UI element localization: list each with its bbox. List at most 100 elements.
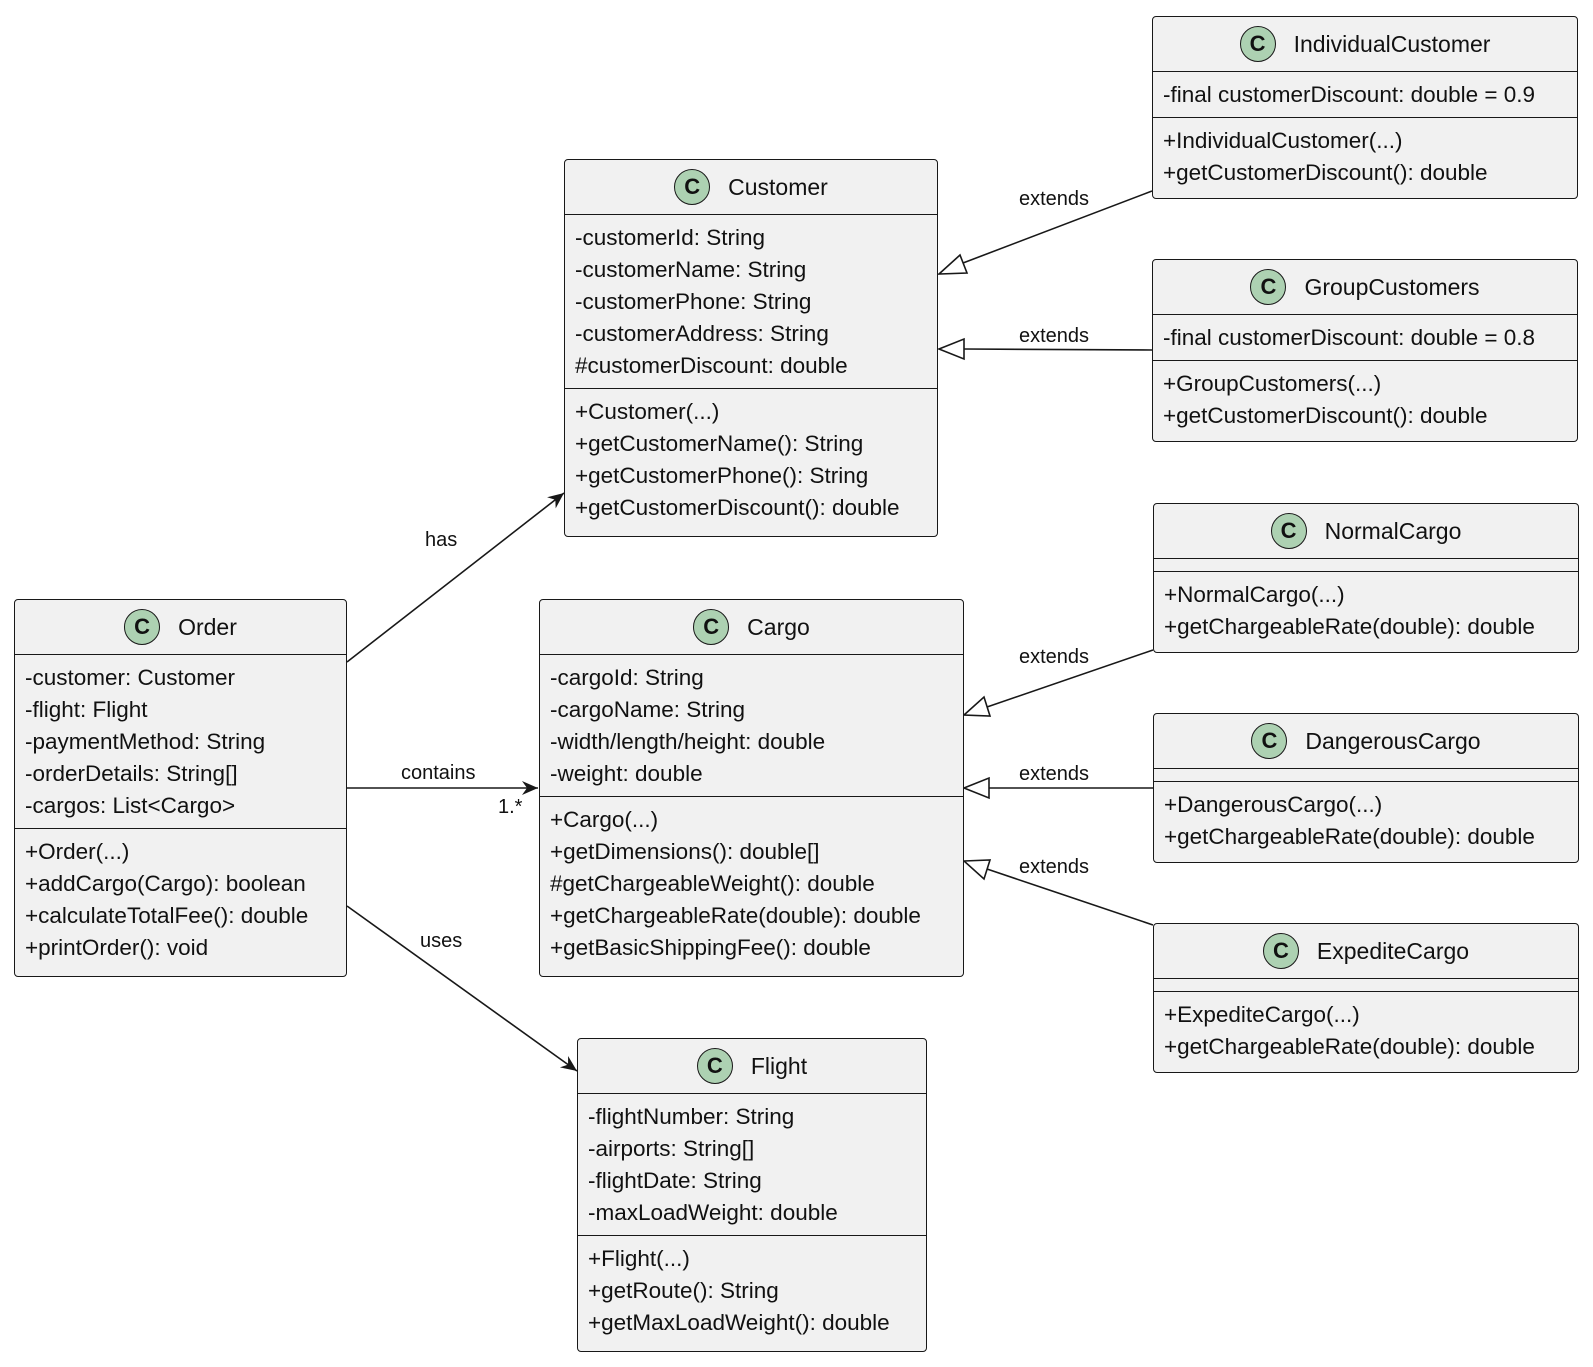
method: +getDimensions(): double[] [550,839,820,864]
has-label: has [425,529,458,551]
method: +getCustomerPhone(): String [575,463,869,488]
class-header: C DangerousCargo [1154,714,1578,769]
contains-multiplicity-label: 1.* [498,796,523,818]
methods-section: +Order(...) +addCargo(Cargo): boolean +c… [15,829,346,970]
method: +Customer(...) [575,399,720,424]
extends-expedite-label: extends [1019,856,1090,878]
class-header: C ExpediteCargo [1154,924,1578,979]
class-name: Flight [750,1052,808,1079]
class-name: ExpediteCargo [1316,937,1470,964]
field: -customerName: String [575,257,807,282]
class-header: C Customer [565,160,937,215]
extends-dangerous-line [961,776,1153,800]
fields-section: -flightNumber: String -airports: String[… [578,1094,926,1236]
method: +ExpediteCargo(...) [1164,1002,1360,1027]
field: -paymentMethod: String [25,729,266,754]
fields-section: -cargoId: String -cargoName: String -wid… [540,655,963,797]
class-flight[interactable]: C Flight -flightNumber: String -airports… [577,1038,927,1352]
class-expedite-cargo[interactable]: C ExpediteCargo +ExpediteCargo(...) +get… [1153,923,1579,1073]
class-header: C Flight [578,1039,926,1094]
method: +calculateTotalFee(): double [25,903,309,928]
methods-section: +Customer(...) +getCustomerName(): Strin… [565,389,937,530]
fields-section [1154,979,1578,992]
class-individual-customer[interactable]: C IndividualCustomer -final customerDisc… [1152,16,1578,199]
fields-section [1154,769,1578,782]
class-header: C NormalCargo [1154,504,1578,559]
uses-label: uses [420,930,463,952]
field: -maxLoadWeight: double [588,1200,838,1225]
field: -final customerDiscount: double = 0.8 [1163,325,1536,350]
field: -customer: Customer [25,665,236,690]
method: +Order(...) [25,839,130,864]
field: -width/length/height: double [550,729,826,754]
class-group-customers[interactable]: C GroupCustomers -final customerDiscount… [1152,259,1578,442]
extends-normal-line [962,649,1154,717]
class-badge-icon: C [1250,269,1287,305]
class-name: Order [178,613,237,640]
class-badge-icon: C [1251,723,1288,759]
fields-section: -final customerDiscount: double = 0.9 [1153,72,1577,118]
class-badge-icon: C [1270,513,1307,549]
class-name: Customer [728,173,828,200]
class-dangerous-cargo[interactable]: C DangerousCargo +DangerousCargo(...) +g… [1153,713,1579,863]
field: -final customerDiscount: double = 0.9 [1163,82,1536,107]
method: +Cargo(...) [550,807,659,832]
fields-section: -customer: Customer -flight: Flight -pay… [15,655,346,829]
class-order[interactable]: C Order -customer: Customer -flight: Fli… [14,599,347,977]
field: -flight: Flight [25,697,148,722]
class-badge-icon: C [1239,26,1276,62]
method: +getChargeableRate(double): double [1164,614,1535,639]
fields-section: -customerId: String -customerName: Strin… [565,215,937,389]
extends-individual-label: extends [1019,188,1090,210]
method: +printOrder(): void [25,935,209,960]
fields-section: -final customerDiscount: double = 0.8 [1153,315,1577,361]
class-name: IndividualCustomer [1293,30,1491,57]
class-name: DangerousCargo [1305,727,1481,754]
method: +addCargo(Cargo): boolean [25,871,306,896]
method: +getMaxLoadWeight(): double [588,1310,890,1335]
method: +IndividualCustomer(...) [1163,128,1403,153]
field: #customerDiscount: double [575,353,848,378]
methods-section: +DangerousCargo(...) +getChargeableRate(… [1154,782,1578,859]
class-name: Cargo [747,613,810,640]
extends-dangerous-label: extends [1019,763,1090,785]
field: -flightDate: String [588,1168,762,1193]
method: #getChargeableWeight(): double [550,871,875,896]
method: +getCustomerDiscount(): double [575,495,900,520]
method: +getCustomerName(): String [575,431,864,456]
method: +GroupCustomers(...) [1163,371,1382,396]
method: +getChargeableRate(double): double [550,903,921,928]
contains-label: contains [401,762,476,784]
method: +NormalCargo(...) [1164,582,1345,607]
methods-section: +Cargo(...) +getDimensions(): double[] #… [540,797,963,970]
method: +getChargeableRate(double): double [1164,1034,1535,1059]
field: -customerId: String [575,225,766,250]
field: -airports: String[] [588,1136,755,1161]
class-header: C GroupCustomers [1153,260,1577,315]
field: -weight: double [550,761,703,786]
field: -cargos: List<Cargo> [25,793,236,818]
field: -cargoName: String [550,697,746,722]
class-badge-icon: C [1262,933,1299,969]
has-association-line [346,492,565,663]
class-badge-icon: C [674,169,711,205]
method: +getCustomerDiscount(): double [1163,160,1488,185]
class-header: C Order [15,600,346,655]
extends-group-line [936,337,1153,361]
class-badge-icon: C [124,609,161,645]
class-cargo[interactable]: C Cargo -cargoId: String -cargoName: Str… [539,599,964,977]
class-header: C Cargo [540,600,963,655]
class-badge-icon: C [693,609,730,645]
class-customer[interactable]: C Customer -customerId: String -customer… [564,159,938,537]
method: +Flight(...) [588,1246,690,1271]
method: +getCustomerDiscount(): double [1163,403,1488,428]
extends-normal-label: extends [1019,646,1090,668]
class-normal-cargo[interactable]: C NormalCargo +NormalCargo(...) +getChar… [1153,503,1579,653]
class-name: NormalCargo [1324,517,1462,544]
methods-section: +IndividualCustomer(...) +getCustomerDis… [1153,118,1577,195]
method: +DangerousCargo(...) [1164,792,1383,817]
field: -cargoId: String [550,665,704,690]
methods-section: +GroupCustomers(...) +getCustomerDiscoun… [1153,361,1577,438]
methods-section: +NormalCargo(...) +getChargeableRate(dou… [1154,572,1578,649]
